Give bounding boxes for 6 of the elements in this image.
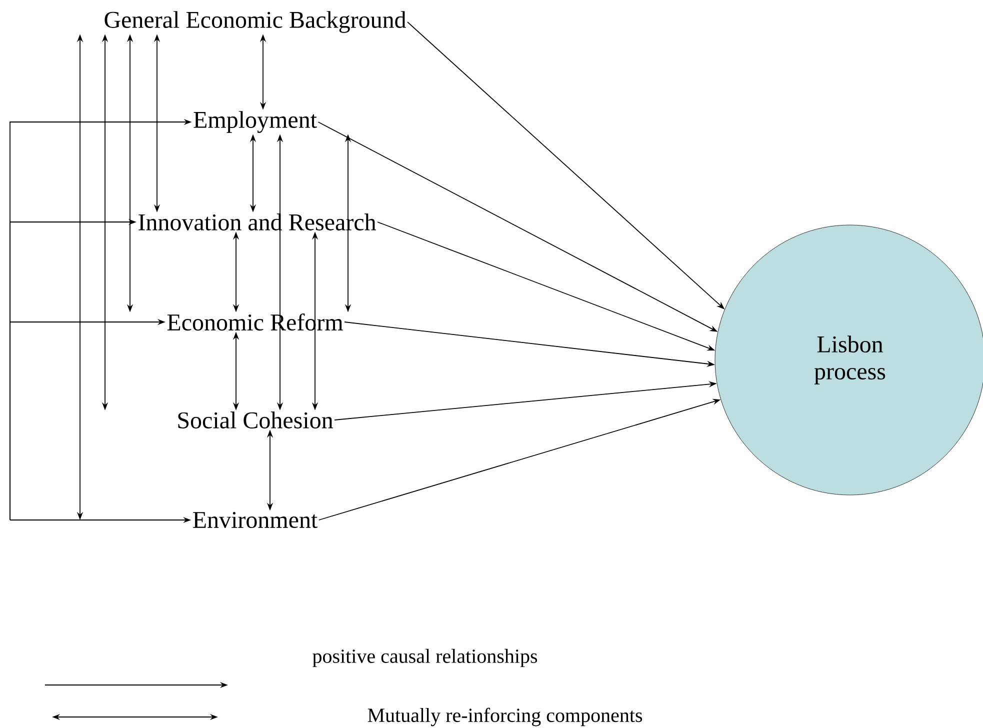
component-label: General Economic Background: [102, 10, 408, 34]
component-label: Employment: [192, 110, 318, 134]
legend-text: positive causal relationships: [312, 648, 538, 668]
component-label: Environment: [191, 510, 319, 530]
legend-text: Mutually re-inforcing components: [368, 708, 642, 726]
component-label: Social Cohesion: [176, 410, 334, 430]
